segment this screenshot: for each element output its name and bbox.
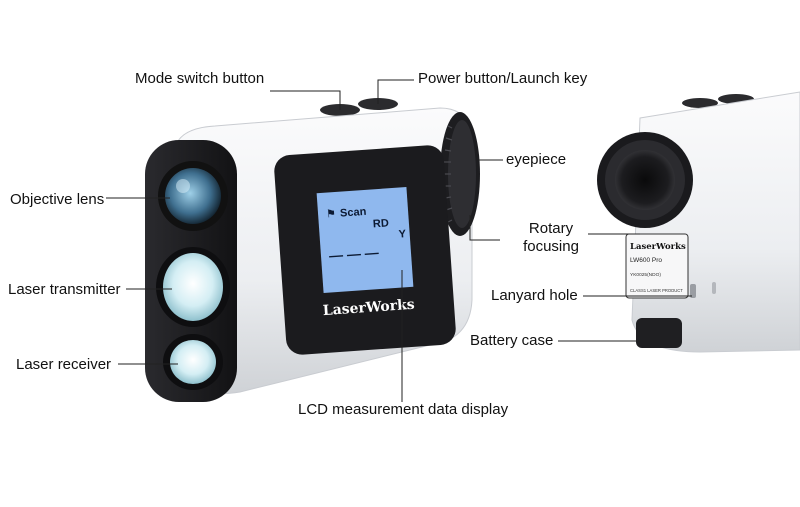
lcd-dashes: — — — <box>328 244 379 263</box>
leader-rotary <box>469 215 500 241</box>
eyepiece-opening <box>615 150 675 210</box>
battery-case[interactable] <box>636 318 682 348</box>
plate-laser-class: CLASS1 LASER PRODUCT <box>630 288 683 293</box>
lanyard-hole <box>690 284 696 298</box>
top-button-1[interactable] <box>682 98 718 108</box>
label-rotary-focusing: Rotary focusing <box>506 220 596 256</box>
label-laser-transmitter: Laser transmitter <box>8 281 121 298</box>
label-power-button: Power button/Launch key <box>418 70 588 87</box>
label-mode-switch-button: Mode switch button <box>135 70 265 87</box>
rangefinder-side-view: LaserWorks LW600 Pro YK0025(NDO) CLASS1 … <box>597 91 800 353</box>
plate-model: LW600 Pro <box>630 257 662 264</box>
leader-mode-switch <box>270 90 341 110</box>
lcd-rd-text: RD <box>373 217 390 230</box>
lcd-unit-text: Y <box>398 228 407 241</box>
model-plate <box>625 233 689 299</box>
label-lcd-display: LCD measurement data display <box>298 401 509 418</box>
rotary-focusing-ring[interactable] <box>440 112 480 236</box>
label-rotary-line1: Rotary <box>528 220 574 237</box>
label-objective-lens: Objective lens <box>10 191 105 208</box>
lcd-screen <box>316 186 414 294</box>
label-battery-case: Battery case <box>470 332 554 349</box>
leader-lines <box>106 79 692 402</box>
lcd-flag-icon: ⚑ <box>326 207 337 221</box>
rangefinder-front-view <box>145 98 480 402</box>
label-eyepiece: eyepiece <box>506 151 567 168</box>
label-lanyard-hole: Lanyard hole <box>491 287 578 304</box>
brand-logo: LaserWorks <box>322 297 415 319</box>
lcd-scan-text: Scan <box>340 206 367 220</box>
leader-power <box>377 79 414 104</box>
plate-brand: LaserWorks <box>630 242 686 252</box>
label-rotary-line2: focusing <box>523 238 579 255</box>
plate-code: YK0025(NDO) <box>630 272 661 278</box>
label-laser-receiver: Laser receiver <box>16 356 112 373</box>
